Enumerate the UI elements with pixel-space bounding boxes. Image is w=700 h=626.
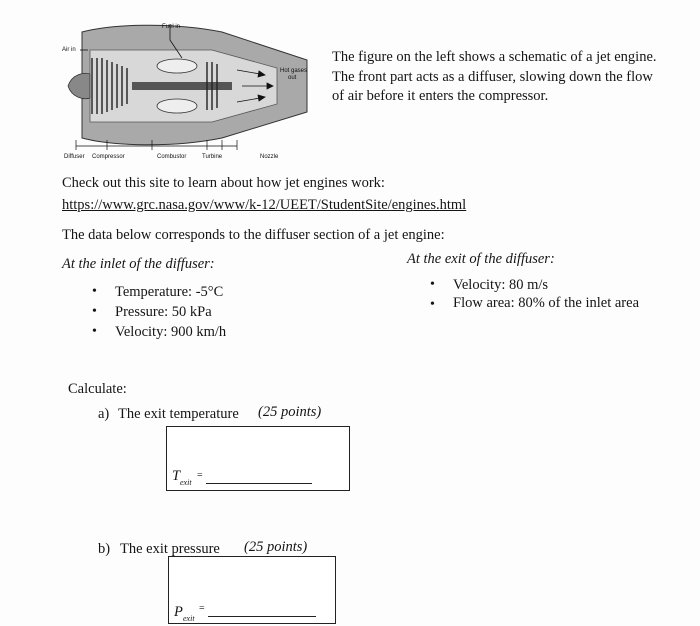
inlet-heading: At the inlet of the diffuser: [62, 256, 215, 272]
inlet-velocity: Velocity: 900 km/h [115, 324, 227, 340]
inlet-hub [67, 72, 91, 100]
diffuser-label: Diffuser [64, 154, 85, 160]
part-b-points: (25 points) [244, 539, 308, 555]
compressor-label: Compressor [92, 154, 125, 160]
t-exit-var: T [172, 468, 181, 484]
p-exit-var: P [174, 604, 183, 620]
nozzle-label: Nozzle [260, 154, 279, 160]
exit-bullet: • [430, 297, 435, 312]
exit-flow-area: Flow area: 80% of the inlet area [453, 295, 640, 311]
combustor-label: Combustor [157, 154, 186, 160]
turbine-label: Turbine [202, 154, 223, 160]
inlet-bullet: • [92, 304, 97, 319]
exit-bullet: • [430, 277, 435, 292]
intro-line-2: The front part acts as a diffuser, slowi… [332, 69, 653, 85]
part-b-label: b) [98, 541, 111, 557]
calculate-label: Calculate: [68, 381, 127, 397]
answer-box-b[interactable] [168, 556, 336, 624]
flow-arrows [236, 69, 274, 103]
inlet-bullet: • [92, 284, 97, 299]
air-in-label: Air in [62, 47, 76, 53]
answer-box-a[interactable] [166, 426, 350, 491]
hot-gases-label: Hot gases [280, 68, 307, 74]
out-label: out [288, 75, 297, 81]
t-exit-subscript: exit [180, 478, 192, 487]
inlet-pressure: Pressure: 50 kPa [115, 304, 212, 320]
intro-line-1: The figure on the left shows a schematic… [332, 49, 657, 65]
inlet-temperature: Temperature: -5°C [115, 284, 224, 300]
p-exit-subscript: exit [183, 614, 195, 623]
part-b-text: The exit pressure [120, 541, 220, 557]
inlet-bullet: • [92, 324, 97, 339]
part-a-label: a) [98, 406, 110, 422]
turbine-blades [206, 62, 218, 110]
part-a-points: (25 points) [258, 404, 322, 420]
answer-line-b [208, 616, 316, 617]
fuel-line [169, 24, 183, 59]
component-ticks [75, 140, 238, 150]
compressor-blades [91, 58, 128, 114]
intro-line-3: of air before it enters the compressor. [332, 88, 549, 104]
part-a-text: The exit temperature [118, 406, 239, 422]
data-intro-text: The data below corresponds to the diffus… [62, 227, 445, 243]
exit-velocity: Velocity: 80 m/s [453, 277, 549, 293]
engines-link[interactable]: https://www.grc.nasa.gov/www/k-12/UEET/S… [62, 197, 467, 213]
t-exit-equals: = [197, 470, 203, 481]
exit-heading: At the exit of the diffuser: [407, 251, 555, 267]
combustor [156, 58, 198, 74]
answer-line-a [206, 483, 312, 484]
jet-engine-diagram: Fuel in Air in Hot gases out Diffuser Co… [62, 24, 308, 160]
fuel-in-label: Fuel in [162, 24, 180, 30]
check-site-text: Check out this site to learn about how j… [62, 175, 385, 191]
engine-shaft [132, 82, 232, 90]
p-exit-equals: = [199, 603, 205, 614]
combustor-lower [156, 98, 198, 114]
